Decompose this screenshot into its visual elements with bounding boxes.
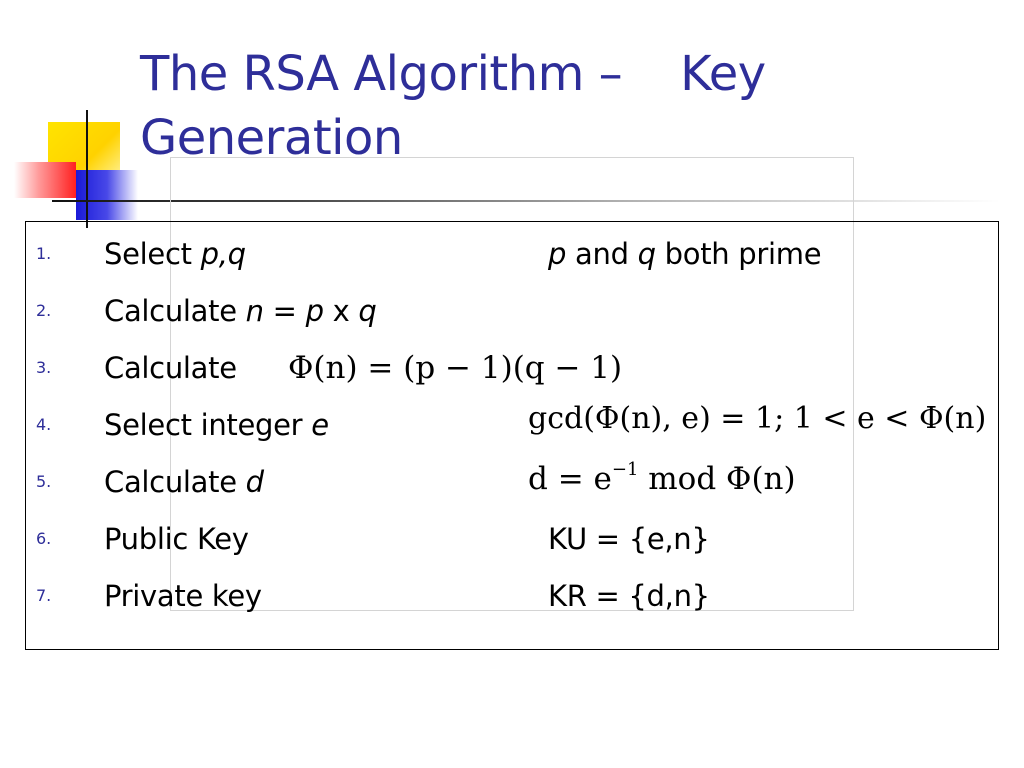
label-text: Select — [104, 237, 201, 271]
variable: e — [311, 408, 329, 442]
private-key-value: KR = {d,n} — [548, 579, 710, 613]
slide-title: The RSA Algorithm – Key Generation — [140, 42, 766, 170]
label-text: Calculate — [104, 465, 246, 499]
variable: p — [548, 237, 567, 271]
title-part-2: Key — [680, 46, 766, 102]
variable: p,q — [200, 237, 246, 271]
steps-box: 1. Select p,q p and q both prime 2. Calc… — [25, 221, 999, 650]
gcd-formula: gcd(Φ(n), e) = 1; 1 < e < Φ(n) — [528, 401, 987, 436]
step-label: Select p,q — [104, 234, 246, 274]
formula-part: mod Φ(n) — [638, 461, 796, 497]
d-formula: d = e−1 mod Φ(n) — [528, 459, 796, 499]
step-label: Calculate d — [104, 462, 264, 502]
public-key-value: KU = {e,n} — [548, 522, 710, 556]
exponent: −1 — [611, 459, 639, 480]
step-label: Private key — [104, 579, 262, 613]
list-item: 7. Private key KR = {d,n} — [26, 576, 998, 616]
step-label: Calculate — [104, 351, 237, 385]
list-item: 6. Public Key KU = {e,n} — [26, 519, 998, 559]
variable: d — [245, 465, 264, 499]
operator: x — [323, 294, 359, 328]
operator: = — [263, 294, 306, 328]
step-label: Public Key — [104, 522, 249, 556]
note-text: and — [566, 237, 638, 271]
title-part-1: The RSA Algorithm – — [140, 46, 623, 102]
variable: n — [245, 294, 264, 328]
list-item: 5. Calculate d d = e−1 mod Φ(n) — [26, 459, 998, 502]
variable: q — [637, 237, 656, 271]
variable: p — [305, 294, 324, 328]
decor-vertical-line — [86, 110, 88, 228]
label-text: Select integer — [104, 408, 312, 442]
step-note: p and q both prime — [548, 234, 822, 274]
list-item: 3. Calculate Φ(n) = (p − 1)(q − 1) — [26, 348, 998, 388]
list-item: 2. Calculate n = p x q — [26, 291, 998, 331]
list-item: 4. Select integer e gcd(Φ(n), e) = 1; 1 … — [26, 401, 998, 445]
step-number: 2. — [36, 301, 52, 320]
decor-red-bar — [14, 162, 76, 198]
title-part-3: Generation — [140, 110, 403, 166]
step-label: Select integer e — [104, 405, 329, 445]
list-item: 1. Select p,q p and q both prime — [26, 234, 998, 274]
step-number: 4. — [36, 415, 52, 434]
note-text: both prime — [655, 237, 822, 271]
step-number: 1. — [36, 244, 52, 263]
step-label: Calculate n = p x q — [104, 291, 377, 331]
title-divider-line — [52, 200, 1000, 202]
background-frame — [170, 157, 854, 611]
step-number: 3. — [36, 358, 52, 377]
step-number: 6. — [36, 529, 52, 548]
step-number: 5. — [36, 472, 52, 491]
variable: q — [358, 294, 377, 328]
formula-part: d = e — [528, 461, 612, 497]
phi-formula: Φ(n) = (p − 1)(q − 1) — [288, 350, 623, 386]
step-number: 7. — [36, 586, 52, 605]
label-text: Calculate — [104, 294, 246, 328]
